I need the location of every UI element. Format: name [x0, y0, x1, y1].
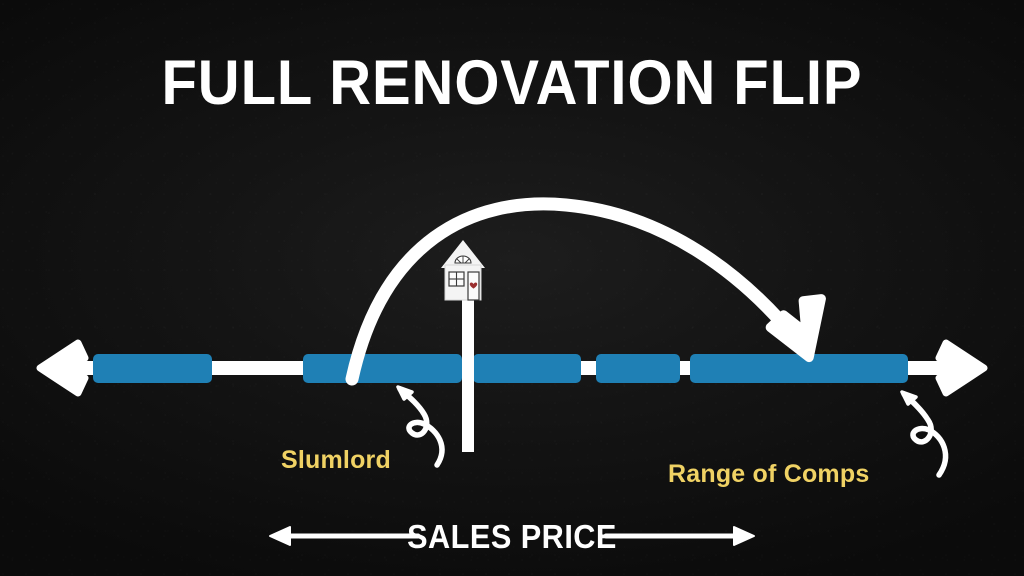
sales-price-left-arrow — [269, 526, 421, 546]
axis-segments — [93, 354, 908, 383]
axis-segment-3 — [473, 354, 581, 383]
house-post — [462, 296, 474, 452]
axis-label-sales-price: SALES PRICE — [407, 518, 617, 555]
left-arrowhead — [36, 339, 89, 397]
right-arrowhead — [935, 339, 988, 397]
axis-segment-4 — [596, 354, 680, 383]
house-icon — [441, 240, 485, 301]
callout-label-slumlord: Slumlord — [281, 446, 391, 474]
axis-segment-2 — [303, 354, 462, 383]
page-title: FULL RENOVATION FLIP — [161, 48, 863, 118]
axis-segment-1 — [93, 354, 212, 383]
flip-arc-arrow — [345, 197, 826, 386]
slumlord-pointer-icon — [396, 385, 445, 468]
axis-segment-5 — [690, 354, 908, 383]
comps-pointer-icon — [900, 390, 949, 478]
callout-label-range-of-comps: Range of Comps — [668, 460, 870, 488]
sales-price-right-arrow — [603, 526, 755, 546]
